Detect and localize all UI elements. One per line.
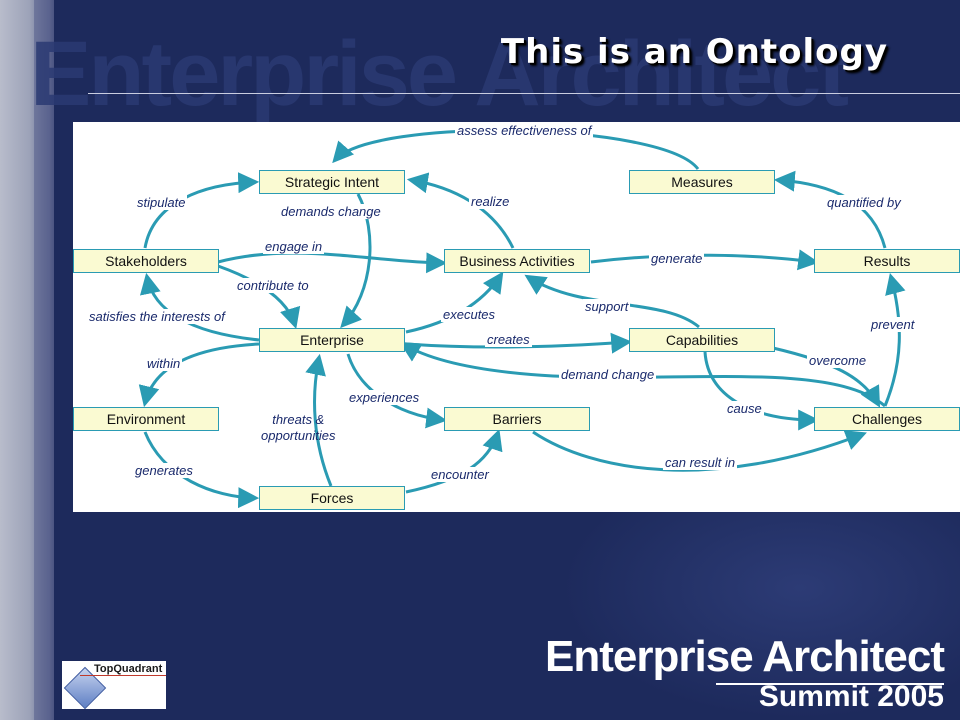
edge-label-assess: assess effectiveness of — [455, 123, 594, 138]
edge-label-demands-change: demands change — [279, 204, 383, 219]
edge-engage-in — [217, 251, 448, 274]
node-strategic-intent: Strategic Intent — [259, 170, 405, 194]
edge-encounter — [405, 429, 503, 494]
brand-title: Enterprise Architect — [545, 632, 945, 681]
ontology-diagram: Strategic Intent Measures Stakeholders B… — [73, 122, 960, 512]
background-watermark: Enterprise Architect — [30, 23, 849, 125]
edge-label-engage-in: engage in — [263, 239, 325, 254]
edge-stipulate — [143, 172, 260, 249]
edge-label-contribute-to: contribute to — [235, 278, 311, 293]
edge-prevent — [883, 272, 906, 407]
edge-label-threats-opportunities: threats & opportunities — [259, 412, 337, 444]
edge-realize — [406, 172, 515, 249]
edge-label-experiences: experiences — [347, 390, 422, 405]
node-challenges: Challenges — [814, 407, 960, 431]
node-stakeholders: Stakeholders — [73, 249, 219, 273]
title-divider — [88, 93, 960, 94]
left-sidebar-inner-stripe — [34, 0, 50, 720]
slide-title: This is an Ontology — [500, 32, 888, 72]
node-capabilities: Capabilities — [629, 328, 775, 352]
edge-label-generate: generate — [649, 251, 705, 266]
node-results: Results — [814, 249, 960, 273]
edge-within — [138, 342, 260, 408]
edge-generates — [143, 431, 260, 509]
edge-label-cause: cause — [725, 401, 764, 416]
node-environment: Environment — [73, 407, 219, 431]
edge-label-within: within — [145, 356, 183, 371]
topquadrant-logo: TopQuadrant — [62, 661, 166, 710]
edge-label-overcome: overcome — [807, 353, 869, 368]
edge-experiences — [346, 353, 448, 429]
edge-label-quantified-by: quantified by — [825, 195, 903, 210]
edge-label-encounter: encounter — [429, 467, 491, 482]
edge-label-generates: generates — [133, 463, 195, 478]
edge-label-satisfies: satisfies the interests of — [87, 309, 227, 324]
edge-label-support: support — [583, 299, 631, 314]
edge-contribute-to — [217, 264, 301, 330]
node-measures: Measures — [629, 170, 775, 194]
edge-label-threats: threats & — [272, 412, 325, 427]
edge-label-creates: creates — [485, 332, 532, 347]
edge-label-realize: realize — [469, 194, 512, 209]
logo-text: TopQuadrant — [94, 663, 163, 675]
edge-quantified-by — [773, 170, 887, 249]
edge-threats — [305, 353, 333, 487]
edge-label-stipulate: stipulate — [135, 195, 188, 210]
node-enterprise: Enterprise — [259, 328, 405, 352]
edge-executes — [405, 271, 504, 334]
logo-underline — [80, 675, 166, 676]
edge-label-opportunities: opportunities — [261, 428, 336, 443]
edge-overcome — [772, 346, 881, 408]
brand-subtitle: Summit 2005 — [758, 680, 944, 713]
edge-label-can-result-in: can result in — [663, 455, 738, 470]
edge-label-executes: executes — [441, 307, 498, 322]
edge-label-prevent: prevent — [869, 317, 917, 332]
node-barriers: Barriers — [444, 407, 590, 431]
node-forces: Forces — [259, 486, 405, 510]
node-business-activities: Business Activities — [444, 249, 590, 273]
edge-generate — [590, 249, 820, 271]
brand-divider — [716, 683, 944, 685]
edge-label-demand-change: demand change — [559, 367, 657, 382]
